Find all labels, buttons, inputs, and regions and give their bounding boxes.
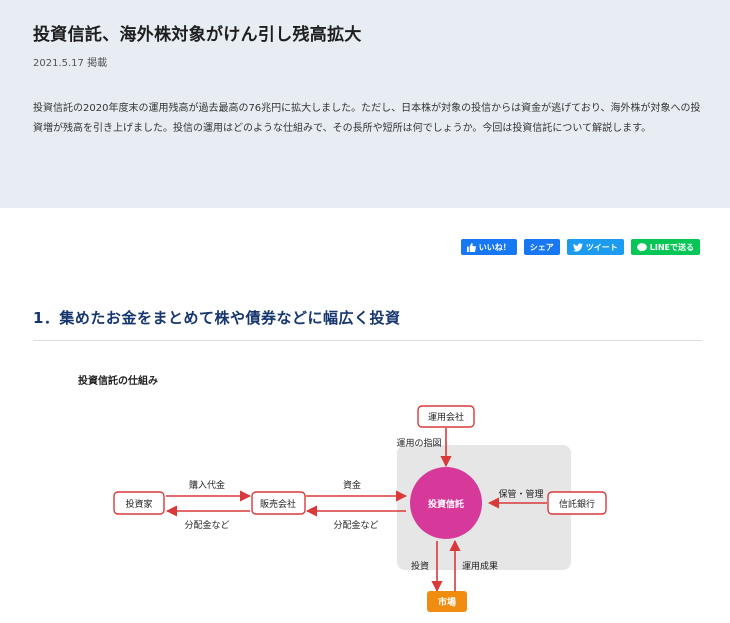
funds-label: 資金 xyxy=(343,479,361,491)
market-node-label: 市場 xyxy=(438,596,456,608)
article-title: 投資信託、海外株対象がけん引し残高拡大 xyxy=(33,25,362,45)
instruction-label: 運用の指図 xyxy=(396,437,441,449)
article-lead: 投資信託の2020年度末の運用残高が過去最高の76兆円に拡大しました。ただし、日… xyxy=(33,103,701,134)
line-share-button[interactable]: LINEで送る xyxy=(630,239,700,255)
market-node-box xyxy=(427,591,467,612)
distributor-node-box xyxy=(251,491,306,515)
diagram-title: 投資信託の仕組み xyxy=(78,376,158,387)
like-button[interactable]: いいね！ xyxy=(460,239,517,255)
twitter-bird-icon xyxy=(572,242,583,251)
invest-label: 投資 xyxy=(411,560,429,572)
tweet-button[interactable]: ツイート xyxy=(566,239,624,255)
investor-node-box xyxy=(113,491,165,515)
facebook-share-button[interactable]: シェア xyxy=(523,239,560,255)
manager-node-label: 運用会社 xyxy=(428,411,464,423)
like-label: いいね！ xyxy=(478,242,511,252)
trustee-node-box xyxy=(547,491,607,515)
trustee-node-label: 信託銀行 xyxy=(559,498,595,510)
tweet-label: ツイート xyxy=(585,242,618,252)
line-icon xyxy=(636,242,647,252)
purchase-label: 購入代金 xyxy=(189,479,225,491)
publish-date: 2021.5.17 掲載 xyxy=(33,58,108,69)
thumbs-up-icon xyxy=(466,242,476,252)
article-header: 投資信託、海外株対象がけん引し残高拡大 2021.5.17 掲載 投資信託の20… xyxy=(0,0,730,208)
investor-node-label: 投資家 xyxy=(125,498,152,510)
fund-structure-diagram: 購入代金 分配金など 資金 分配金など 運用の指図 保管・管理 投資 運用成果 … xyxy=(113,405,607,612)
facebook-share-label: シェア xyxy=(529,242,554,252)
results-label: 運用成果 xyxy=(462,560,498,572)
section-divider xyxy=(33,340,702,341)
manager-node-box xyxy=(417,405,475,428)
distributor-node-label: 販売会社 xyxy=(260,498,296,510)
line-share-label: LINEで送る xyxy=(649,242,694,252)
section-heading: 1．集めたお金をまとめて株や債券などに幅広く投資 xyxy=(33,309,401,327)
custody-label: 保管・管理 xyxy=(498,488,543,500)
fund-node-label: 投資信託 xyxy=(428,498,464,510)
distribution-to-distributor-label: 分配金など xyxy=(333,519,378,531)
share-buttons: いいね！ シェア ツイート LINEで送る xyxy=(460,239,700,255)
fund-node-circle xyxy=(410,467,482,539)
distribution-to-investor-label: 分配金など xyxy=(184,519,229,531)
